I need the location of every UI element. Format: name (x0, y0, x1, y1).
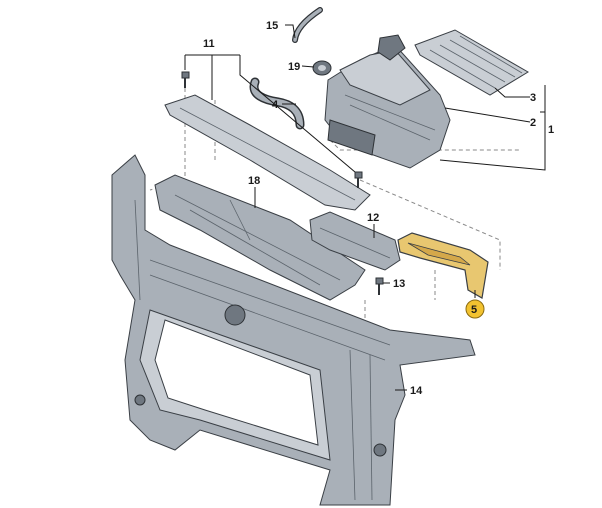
grommet (312, 60, 332, 76)
air-filter-housing (324, 34, 451, 169)
callout-12: 12 (367, 212, 379, 224)
callout-4: 4 (272, 99, 279, 111)
leader-lines (184, 24, 546, 391)
callout-13: 13 (393, 278, 405, 290)
callout-11: 11 (203, 38, 215, 50)
radiator-support-frame (111, 154, 476, 506)
pipe (292, 7, 323, 43)
cover-panel (164, 94, 371, 211)
upper-air-guide (154, 174, 366, 301)
callout-14: 14 (410, 385, 423, 397)
callout-5-badge: 5 (465, 299, 485, 319)
callout-2: 2 (530, 117, 536, 129)
callout-3: 3 (530, 92, 536, 104)
callout-labels: 15 19 11 4 3 2 1 18 12 13 14 (203, 20, 554, 397)
callout-18: 18 (248, 175, 260, 187)
air-duct (309, 211, 401, 271)
filter-element (414, 29, 529, 96)
callout-5: 5 (471, 304, 477, 316)
callout-19: 19 (288, 61, 300, 73)
callout-15: 15 (266, 20, 278, 32)
highlighted-intake-part (397, 232, 489, 299)
hose (249, 77, 305, 130)
bolts (181, 71, 384, 295)
callout-1: 1 (548, 124, 554, 136)
